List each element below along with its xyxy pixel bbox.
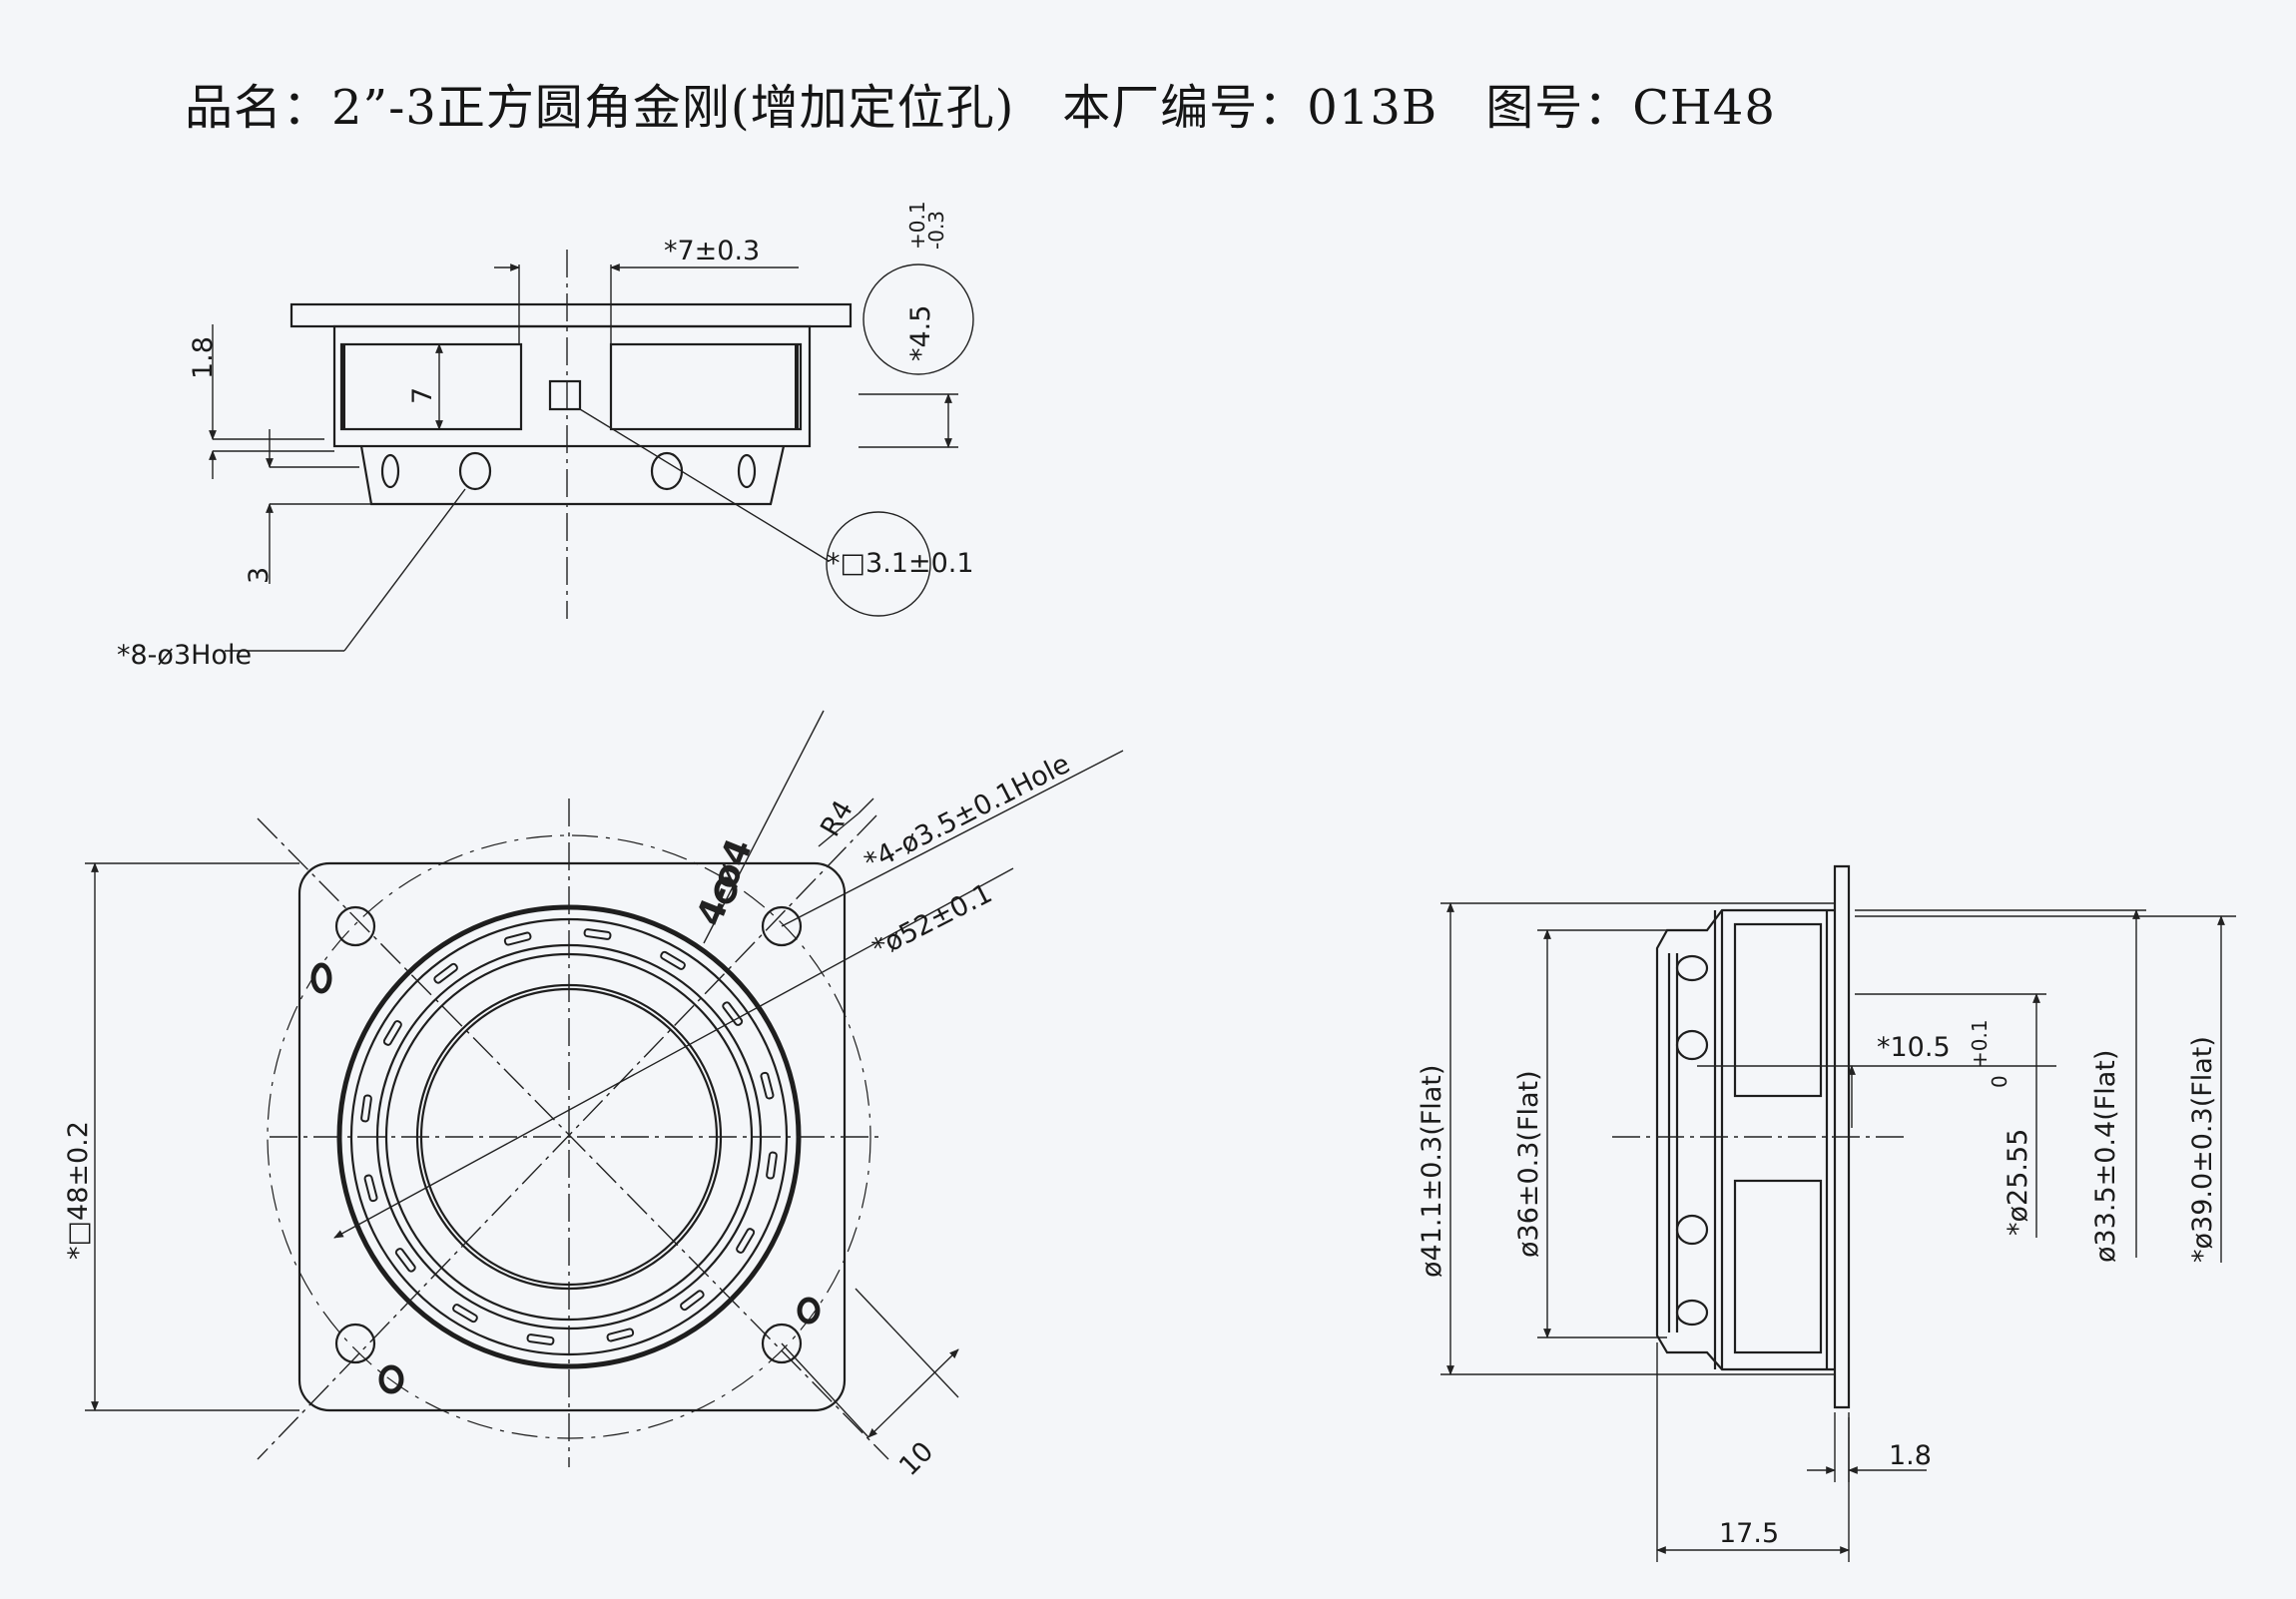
factory-code: 本厂编号：013B bbox=[1062, 80, 1438, 136]
top-view bbox=[289, 302, 853, 506]
dia-41-1-callout: ø41.1±0.3(Flat) bbox=[1417, 1065, 1447, 1278]
side-view bbox=[1655, 864, 1851, 1409]
surround-rib bbox=[606, 1328, 635, 1342]
surround-rib bbox=[503, 931, 532, 946]
locator-hole bbox=[797, 1297, 821, 1325]
top-frame-lower bbox=[359, 445, 786, 506]
top-view-labels: *7±0.3 1.8 7 3 *4.5 +0.1 -0.3 *□3.1±0.1 … bbox=[117, 201, 974, 671]
front-view-dimensions bbox=[85, 710, 1124, 1467]
side-view-dimensions bbox=[1440, 902, 2236, 1562]
dim-width-7: *7±0.3 bbox=[664, 236, 760, 266]
dia-25-55-callout: *ø25.55 bbox=[2003, 1129, 2033, 1236]
dim-10-callout: 10 bbox=[893, 1436, 939, 1482]
surround-rib bbox=[680, 1290, 705, 1312]
locator-hole bbox=[378, 1364, 404, 1394]
top-view-dimensions bbox=[209, 250, 974, 652]
mount-hole bbox=[761, 905, 803, 947]
surround-rib bbox=[766, 1151, 778, 1180]
mount-holes-callout: *4-ø3.5±0.1Hole bbox=[860, 749, 1075, 878]
surround-rib bbox=[660, 950, 686, 970]
surround-rib bbox=[722, 1001, 744, 1026]
surround-rib bbox=[360, 1094, 372, 1123]
side-window-top bbox=[1733, 922, 1823, 1098]
dim-1-8-side: 1.8 bbox=[1889, 1440, 1932, 1471]
mount-hole bbox=[380, 453, 400, 489]
top-window-right bbox=[609, 342, 803, 431]
drawing-title: 品名：2”-3正方圆角金刚(增加定位孔) 本厂编号：013B 图号：CH48 bbox=[185, 68, 1776, 138]
dim-height-4-5: *4.5 bbox=[905, 305, 936, 361]
surround-rib bbox=[382, 1020, 402, 1046]
front-ribs bbox=[360, 928, 778, 1345]
dim-3-height: 3 bbox=[244, 567, 275, 584]
mount-hole bbox=[737, 453, 757, 489]
tolerance-plus: +0.1 bbox=[905, 201, 929, 250]
diameter-52-callout: *ø52±0.1 bbox=[867, 878, 997, 965]
top-square-hole bbox=[548, 379, 582, 411]
mount-hole bbox=[334, 905, 376, 947]
square-hole-callout: *□3.1±0.1 bbox=[827, 548, 974, 579]
side-hole bbox=[1675, 1029, 1709, 1061]
side-view-labels: ø41.1±0.3(Flat) ø36±0.3(Flat) *10.5 +0.1… bbox=[1417, 1019, 2218, 1549]
dia-36-callout: ø36±0.3(Flat) bbox=[1513, 1070, 1544, 1258]
dim-7-height: 7 bbox=[407, 387, 438, 404]
product-name: 品名：2”-3正方圆角金刚(增加定位孔) bbox=[185, 80, 1015, 136]
surround-rib bbox=[760, 1071, 775, 1100]
surround-rib bbox=[433, 962, 458, 984]
side-hole bbox=[1675, 1214, 1709, 1246]
top-flange bbox=[289, 302, 853, 328]
side-hole bbox=[1675, 954, 1709, 982]
side-hole bbox=[1675, 1299, 1709, 1327]
drawing-number: 图号：CH48 bbox=[1485, 80, 1776, 136]
dia-33-5-callout: ø33.5±0.4(Flat) bbox=[2090, 1050, 2121, 1263]
surround-rib bbox=[736, 1228, 756, 1254]
top-window-left bbox=[339, 342, 523, 431]
tolerance-zero-side: 0 bbox=[1988, 1075, 2011, 1088]
mount-hole bbox=[458, 451, 492, 491]
tolerance-minus: -0.3 bbox=[924, 211, 948, 250]
mount-hole bbox=[650, 451, 684, 491]
surround-rib bbox=[452, 1304, 478, 1324]
dim-17-5-side: 17.5 bbox=[1719, 1518, 1779, 1549]
mount-hole bbox=[761, 1323, 803, 1364]
handwritten-note: 4-ø4 bbox=[689, 833, 761, 932]
square-48-callout: *□48±0.2 bbox=[63, 1121, 94, 1260]
surround-rib bbox=[526, 1333, 555, 1345]
locator-hole bbox=[310, 962, 332, 994]
dim-1-8-left: 1.8 bbox=[188, 336, 219, 379]
mount-hole bbox=[334, 1323, 376, 1364]
radius-r4: R4 bbox=[815, 796, 860, 842]
surround-rib bbox=[363, 1174, 378, 1203]
dia-39-callout: *ø39.0±0.3(Flat) bbox=[2187, 1036, 2218, 1263]
holes-note: *8-ø3Hole bbox=[117, 640, 252, 671]
top-body-outline bbox=[332, 324, 812, 448]
side-window-bottom bbox=[1733, 1179, 1823, 1354]
tolerance-plus-side: +0.1 bbox=[1968, 1019, 1992, 1068]
surround-rib bbox=[583, 928, 612, 940]
surround-rib bbox=[394, 1248, 416, 1273]
dim-10-5-callout: *10.5 bbox=[1877, 1032, 1951, 1063]
